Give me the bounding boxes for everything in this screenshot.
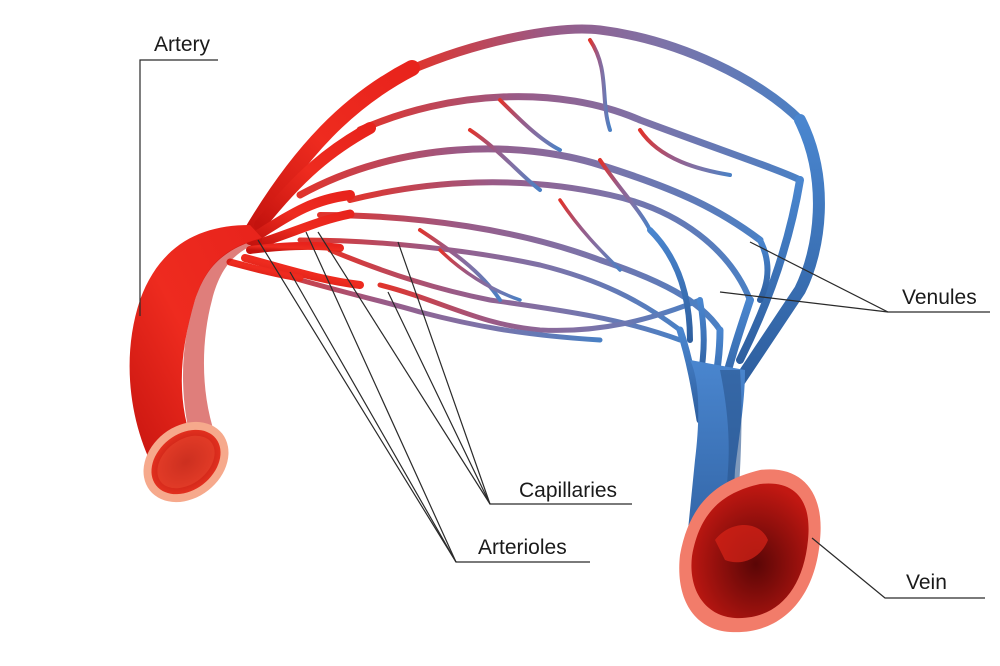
label-arterioles: Arterioles xyxy=(478,536,567,559)
leader-lines xyxy=(139,59,990,599)
label-venules: Venules xyxy=(902,286,977,309)
leader-capillaries-c xyxy=(317,231,491,505)
leader-arterioles-b xyxy=(289,271,457,563)
arterioles xyxy=(226,60,420,289)
label-capillaries: Capillaries xyxy=(519,479,618,502)
leader-vein xyxy=(811,537,985,599)
leader-venules-b xyxy=(719,291,889,313)
leader-arterioles-c xyxy=(305,231,457,563)
label-artery: Artery xyxy=(154,33,211,56)
artery-vessel xyxy=(129,225,262,503)
leader-capillaries-b xyxy=(397,241,491,505)
capillary-network xyxy=(257,24,805,343)
leader-arterioles-a xyxy=(257,239,590,563)
leader-artery xyxy=(139,59,218,316)
vein-vessel xyxy=(679,360,821,633)
label-vein: Vein xyxy=(906,571,947,594)
